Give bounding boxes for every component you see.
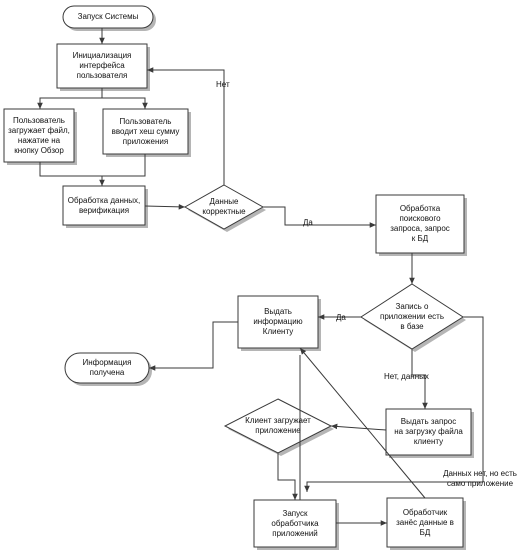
request-upload-process: [385, 408, 472, 456]
edge-info-received: [149, 321, 238, 371]
info-received-label: Информация получена: [82, 358, 132, 377]
user-upload-process: [3, 108, 75, 163]
handler-saved-process: [386, 497, 464, 548]
edge-label-no-data: Нет, данных: [384, 372, 429, 381]
init-ui-process: [56, 43, 148, 89]
edge-init-hash: [102, 97, 148, 109]
edge-label-yes-2: Да: [336, 313, 346, 322]
edge-upload-processing: [39, 162, 105, 186]
user-hash-label: Пользователь вводит хеш сумму приложения: [111, 116, 180, 146]
data-correct-decision: [183, 184, 265, 230]
edge-label-app-only: Данных нет, но есть само приложение: [443, 469, 517, 488]
run-handler-label: Запуск обработчика приложений: [271, 508, 319, 538]
give-info-label: Выдать информацию Клиенту: [253, 307, 303, 336]
init-ui-label: Инициализация интерфейса пользователя: [72, 51, 132, 80]
edge-request-client: [330, 423, 387, 431]
start-label: Запуск Системы: [77, 12, 139, 21]
edge-appdb-app-only: [304, 316, 484, 492]
user-upload-label: Пользователь загружает файл, нажатие на …: [8, 115, 70, 155]
edge-label-no: Нет: [216, 80, 230, 89]
edge-decision-no: [147, 67, 225, 185]
search-processing-process: [375, 194, 465, 254]
client-uploads-label: Клиент загружает приложение: [245, 416, 311, 435]
run-handler-process: [253, 499, 337, 548]
request-upload-label: Выдать запрос на загрузку файла клиенту: [394, 417, 463, 446]
edge-processing-decision: [144, 204, 186, 210]
edge-appdb-no: [411, 349, 428, 409]
edge-hash-processing: [102, 154, 146, 177]
processing-process: [62, 185, 146, 226]
processing-label: Обработка данных, верификация: [67, 195, 141, 215]
handler-saved-label: Обработчик занёс данные в БД: [396, 507, 454, 537]
edge-init-split: [37, 88, 103, 109]
app-in-db-label: Запись о приложении есть в базе: [379, 302, 445, 331]
search-processing-label: Обработка поискового запроса, запрос к Б…: [390, 204, 450, 243]
give-info-process: [237, 295, 319, 349]
edge-label-yes-1: Да: [303, 218, 313, 227]
edge-saved-give-info: [299, 347, 426, 499]
start-terminator: [62, 5, 154, 29]
edge-client-run: [277, 453, 298, 500]
edge-decision-yes: [263, 206, 376, 228]
data-correct-label: Данные корректные: [202, 197, 246, 216]
